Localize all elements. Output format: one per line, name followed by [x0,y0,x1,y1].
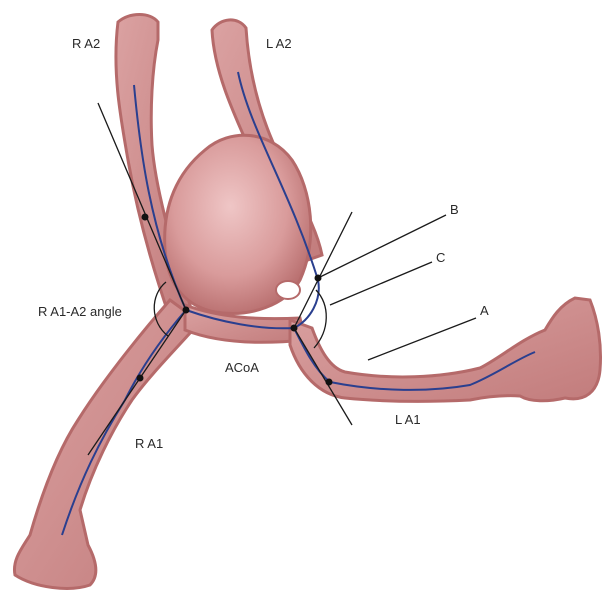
point-left-bifurcation [291,325,298,332]
point-left-a1 [326,379,333,386]
label-la1: L A1 [395,412,421,427]
label-ra1-a2-angle: R A1-A2 angle [38,304,122,319]
point-right-a1 [137,375,144,382]
left-a1-vessel [290,298,601,401]
label-b: B [450,202,459,217]
leader-a [368,318,476,360]
right-a1-vessel [14,300,200,588]
point-left-a2 [315,275,322,282]
label-la2: L A2 [266,36,292,51]
leader-c [330,262,432,305]
point-right-a2 [142,214,149,221]
label-ra1: R A1 [135,436,163,451]
label-a: A [480,303,489,318]
vessel-hole [276,281,300,299]
leader-b [318,215,446,278]
point-right-bifurcation [183,307,190,314]
label-ra2: R A2 [72,36,100,51]
label-c: C [436,250,445,265]
label-acoa: ACoA [225,360,259,375]
